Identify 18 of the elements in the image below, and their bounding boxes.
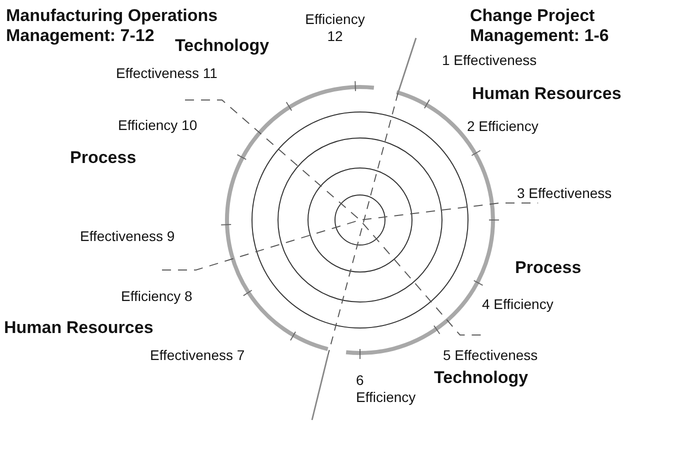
axis-label: 3 Effectiveness (517, 185, 612, 202)
axis-label: Efficiency 8 (121, 288, 192, 305)
axis-label: 5 Effectiveness (443, 347, 538, 364)
axis-label: 4 Efficiency (482, 296, 554, 313)
axis-label: Effectiveness 11 (116, 65, 218, 82)
category-label: Process (70, 148, 136, 168)
axis-label: Efficiency 10 (118, 117, 198, 134)
axis-label: 2 Efficiency (467, 118, 538, 135)
axis-label: 1 Effectiveness (442, 52, 537, 69)
category-label: Technology (434, 368, 528, 388)
category-label: Human Resources (4, 318, 154, 338)
axis-label: Effectiveness 7 (150, 347, 245, 364)
category-label: Human Resources (472, 84, 622, 104)
axis-label: Effectiveness 9 (80, 228, 175, 245)
axis-label: Efficiency 12 (304, 11, 366, 45)
axis-label: 6 Efficiency (356, 372, 417, 406)
category-label: Process (515, 258, 582, 278)
section-heading: Change Project Management: 1-6 (470, 6, 610, 46)
